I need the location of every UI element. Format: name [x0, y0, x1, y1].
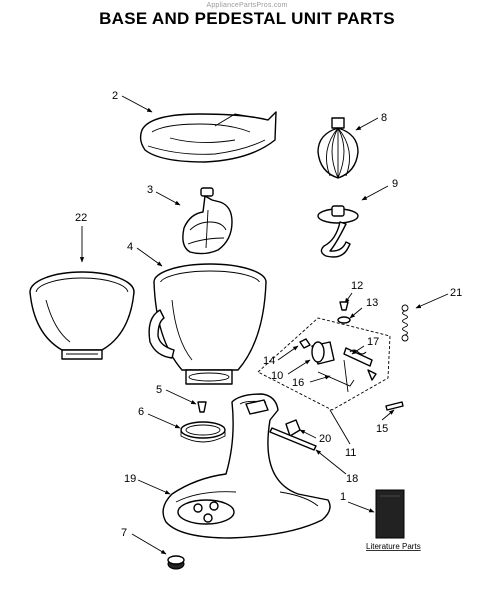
part-8-wire-whip[interactable]	[317, 117, 359, 179]
part-21-spring[interactable]	[401, 304, 409, 342]
part-1-literature[interactable]	[375, 489, 405, 539]
part-22-bowl[interactable]	[29, 271, 135, 360]
part-5-screw[interactable]	[197, 401, 207, 413]
callout-18: 18	[346, 473, 358, 485]
literature-parts-label: Literature Parts	[366, 542, 421, 551]
callout-7: 7	[121, 527, 127, 539]
callout-11: 11	[345, 447, 356, 459]
callout-5: 5	[156, 384, 162, 396]
callout-20: 20	[319, 433, 331, 445]
callout-15: 15	[376, 423, 388, 435]
callout-9: 9	[392, 178, 398, 190]
page-title: BASE AND PEDESTAL UNIT PARTS	[99, 9, 395, 28]
callout-12: 12	[351, 280, 363, 292]
part-9-dough-hook[interactable]	[317, 205, 359, 258]
part-3-flat-beater[interactable]	[182, 187, 233, 255]
callout-19: 19	[124, 473, 136, 485]
callout-21: 21	[450, 287, 462, 299]
part-6-bowl-clamp-plate[interactable]	[180, 421, 226, 443]
callout-6: 6	[138, 406, 144, 418]
callout-17: 17	[367, 336, 379, 348]
callout-14: 14	[263, 355, 275, 367]
callout-2: 2	[112, 90, 118, 102]
part-2-pouring-shield[interactable]	[139, 111, 277, 163]
callout-16: 16	[292, 377, 304, 389]
callout-8: 8	[381, 112, 387, 124]
part-4-mixing-bowl[interactable]	[148, 263, 267, 385]
part-20-latch[interactable]	[285, 419, 301, 437]
part-18-hinge-pin[interactable]	[269, 427, 317, 451]
part-12-screw[interactable]	[339, 301, 349, 311]
part-13-washer[interactable]	[337, 316, 351, 324]
part-15-pin[interactable]	[385, 401, 404, 411]
part-7-rubber-foot[interactable]	[167, 555, 185, 570]
callout-10: 10	[271, 370, 283, 382]
callout-22: 22	[75, 212, 87, 224]
watermark-text: AppliancePartsPros.com	[206, 2, 288, 9]
callout-13: 13	[366, 297, 378, 309]
callout-1: 1	[340, 491, 346, 503]
hinge-assembly-group[interactable]	[257, 317, 391, 411]
part-19-pedestal-base[interactable]	[162, 393, 331, 539]
callout-3: 3	[147, 184, 153, 196]
callout-4: 4	[127, 241, 133, 253]
